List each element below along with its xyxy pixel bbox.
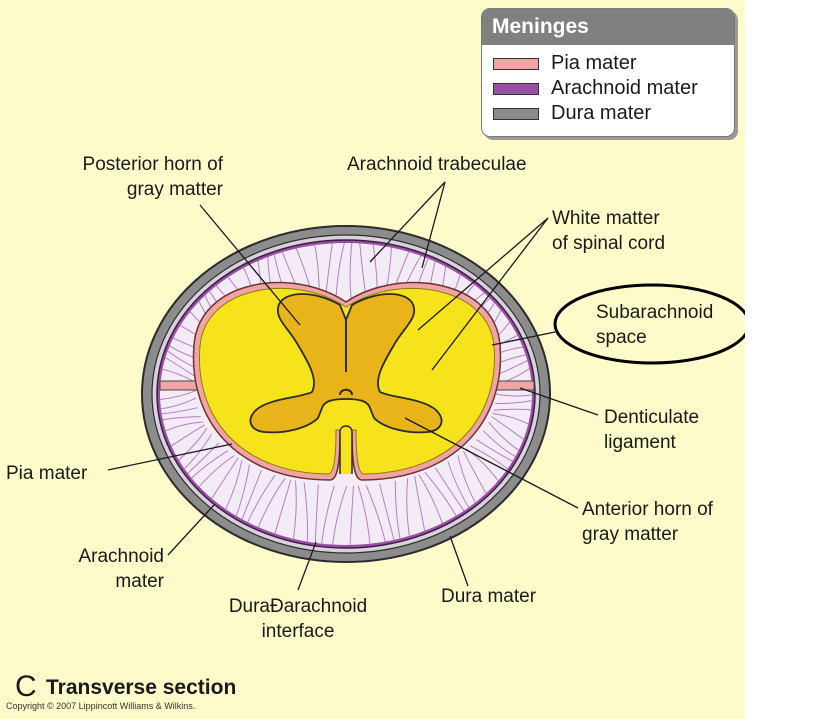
- legend-swatch-pia: [493, 57, 539, 70]
- label-denticulate-ligament: Denticulate ligament: [604, 407, 700, 453]
- anterior-median-fissure: [339, 425, 353, 474]
- trabecula-strand: [357, 485, 371, 545]
- leader-white-matter-b: [431, 217, 549, 371]
- trabecula-strand: [457, 455, 478, 507]
- leader-pia-mater: [107, 443, 233, 471]
- trabecula-strand: [320, 485, 335, 545]
- label-posterior-horn: Posterior horn of gray matter: [82, 154, 223, 200]
- trabecula-strand: [418, 474, 445, 528]
- trabecula-strand: [495, 393, 532, 397]
- trabecula-strand: [292, 480, 297, 544]
- legend-item-dura: Dura mater: [482, 101, 734, 126]
- leader-posterior-horn: [199, 204, 301, 326]
- caption-letter: C: [15, 670, 37, 703]
- label-white-matter: White matter of spinal cord: [552, 208, 666, 254]
- trabecula-strand: [255, 477, 286, 532]
- trabecula-strand: [331, 485, 348, 545]
- copyright-text: Copyright © 2007 Lippincott Williams & W…: [6, 701, 196, 711]
- label-dura-mater: Dura mater: [441, 586, 537, 607]
- trabecula-strand: [167, 424, 205, 449]
- leader-trabeculae-b: [421, 181, 446, 269]
- leader-anterior-horn: [404, 417, 579, 509]
- trabecula-strand: [406, 477, 411, 541]
- leader-denticulate: [519, 387, 599, 416]
- leader-dura-mater: [449, 535, 469, 587]
- label-anterior-horn: Anterior horn of gray matter: [582, 499, 713, 545]
- trabecula-strand: [160, 389, 197, 401]
- trabecula-strand: [208, 457, 239, 503]
- trabecula-strand: [493, 408, 532, 411]
- leader-arachnoid-mater: [167, 504, 215, 556]
- trabecula-strand: [349, 485, 354, 545]
- leader-dura-arachnoid-interface: [297, 541, 317, 591]
- trabecula-strand: [495, 399, 532, 405]
- legend-label-pia: Pia mater: [551, 52, 637, 74]
- leader-subarachnoid: [491, 331, 556, 346]
- label-dura-arachnoid-interface: DuraÐarachnoid interface: [228, 596, 368, 642]
- trabecula-strand: [463, 450, 489, 498]
- legend-item-arachnoid: Arachnoid mater: [482, 76, 734, 101]
- leader-white-matter-a: [417, 217, 549, 331]
- highlight-ellipse: [553, 283, 745, 365]
- label-arachnoid-mater: Arachnoid mater: [78, 546, 164, 592]
- trabecula-strand: [303, 482, 309, 545]
- legend-swatch-arachnoid: [493, 82, 539, 95]
- trabecula-strand: [223, 460, 243, 514]
- caption-title: Transverse section: [46, 676, 237, 699]
- spinal-cord-diagram: [107, 181, 745, 591]
- meninges-legend: Meninges Pia mater Arachnoid mater Dura …: [481, 8, 735, 137]
- legend-label-arachnoid: Arachnoid mater: [551, 77, 698, 99]
- central-canal: [339, 388, 353, 396]
- trabecula-strand: [365, 485, 387, 545]
- trabecula-strand: [414, 475, 427, 536]
- legend-item-pia: Pia mater: [482, 51, 734, 76]
- label-arachnoid-trabeculae: Arachnoid trabeculae: [347, 154, 527, 175]
- trabecula-strand: [394, 480, 402, 544]
- diagram-canvas: Meninges Pia mater Arachnoid mater Dura …: [0, 0, 745, 719]
- trabecula-strand: [195, 455, 235, 491]
- legend-swatch-dura: [493, 107, 539, 120]
- trabecula-strand: [349, 243, 353, 303]
- trabecula-strand: [273, 479, 292, 539]
- label-pia-mater: Pia mater: [6, 463, 88, 484]
- legend-label-dura: Dura mater: [551, 102, 652, 124]
- legend-title: Meninges: [482, 9, 734, 45]
- leader-trabeculae-a: [369, 181, 446, 263]
- label-subarachnoid-space: Subarachnoid space: [596, 302, 714, 348]
